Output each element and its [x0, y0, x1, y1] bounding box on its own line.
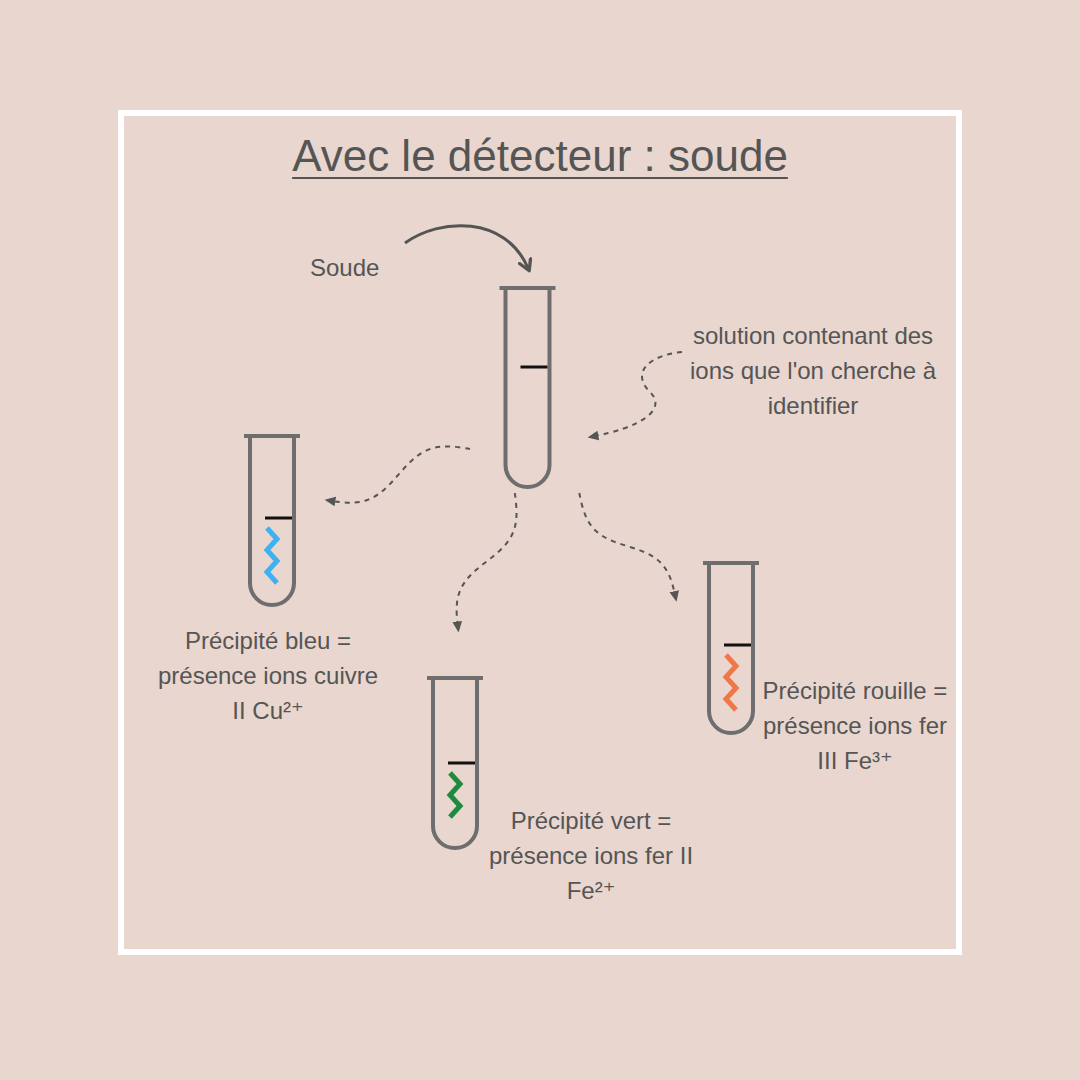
tube-caption: solution contenant des ions que l'on che…	[682, 318, 944, 423]
tube-rim	[427, 676, 483, 680]
tube-caption: Précipité rouille = présence ions fer II…	[760, 673, 950, 778]
test-tube-node: solution contenant des ions que l'on che…	[470, 283, 585, 493]
pour-arrow	[405, 226, 528, 268]
tube-caption: Précipité bleu = présence ions cuivre II…	[153, 623, 383, 728]
tube-outline	[709, 563, 753, 733]
tube-rim	[500, 286, 556, 290]
dashed-connector	[457, 493, 517, 630]
leader-line	[590, 352, 682, 437]
precipitate	[450, 773, 460, 817]
tube-outline	[506, 288, 550, 487]
test-tube-node: Précipité rouille = présence ions fer II…	[676, 558, 786, 738]
test-tube	[217, 430, 327, 610]
test-tube	[470, 283, 585, 493]
tube-rim	[244, 434, 300, 438]
test-tube-node: Précipité bleu = présence ions cuivre II…	[217, 430, 327, 610]
tube-caption: Précipité vert = présence ions fer II Fe…	[480, 803, 702, 908]
liquid-level	[724, 644, 751, 647]
white-frame	[121, 113, 959, 952]
tube-rim	[703, 561, 759, 565]
dashed-connector	[579, 493, 676, 599]
precipitate	[267, 528, 277, 583]
liquid-level	[448, 762, 475, 765]
test-tube-node: Précipité vert = présence ions fer II Fe…	[400, 630, 510, 852]
tube-outline	[250, 436, 294, 605]
precipitate	[726, 655, 736, 710]
test-tube	[676, 558, 786, 738]
title: Avec le détecteur : soude	[140, 128, 940, 184]
liquid-level	[265, 517, 292, 520]
test-tube	[400, 630, 510, 852]
dashed-connector	[327, 446, 470, 502]
liquid-level	[521, 366, 548, 369]
reagent-label: Soude	[310, 253, 379, 283]
tube-outline	[433, 678, 477, 848]
